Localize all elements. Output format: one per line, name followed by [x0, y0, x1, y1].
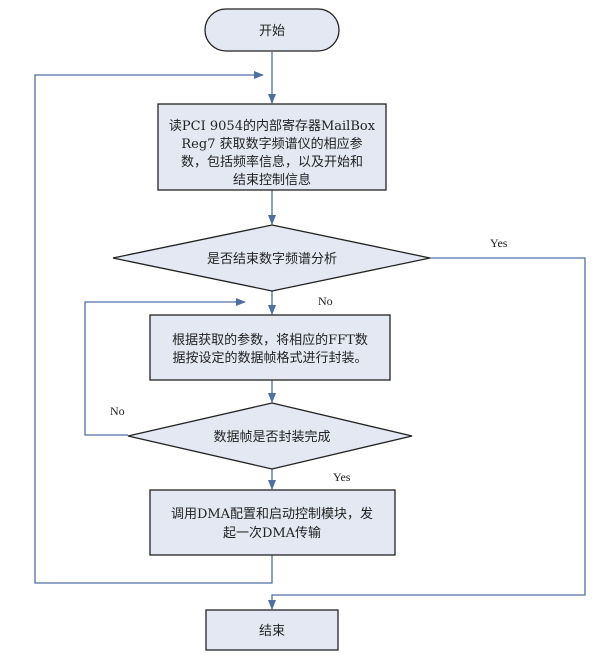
read-params-line-4: 结束控制信息: [233, 172, 311, 188]
package-line-2: 据按设定的数据帧格式进行封装。: [172, 350, 367, 366]
frame-check-label: 数据帧是否封装完成: [213, 430, 330, 445]
dma-line-2: 起一次DMA传输: [223, 525, 321, 541]
frame-no-loop-arrow: [84, 298, 246, 436]
dma-box: [149, 489, 396, 556]
dma-line-1: 调用DMA配置和启动控制模块，发: [171, 506, 373, 522]
read-params-line-2: Reg7 获取数字频谱仪的相应参: [181, 136, 362, 152]
package-box: [149, 314, 391, 381]
loop-back-arrow: [34, 71, 273, 584]
start-label: 开始: [259, 24, 285, 39]
end-check-diamond: [112, 224, 431, 292]
yes-arrow-to-end: [268, 257, 586, 610]
end-yes-label: Yes: [490, 236, 508, 250]
read-params-box: [157, 103, 387, 191]
end-node: [205, 609, 339, 651]
start-node: [204, 8, 340, 52]
frame-yes-label: Yes: [333, 470, 351, 484]
read-params-line-1: 读PCI 9054的内部寄存器MailBox: [169, 118, 376, 134]
frame-no-label: No: [110, 404, 125, 418]
end-check-label: 是否结束数字频谱分析: [207, 252, 337, 267]
package-line-1: 根据获取的参数，将相应的FFT数: [172, 332, 368, 348]
end-label: 结束: [259, 624, 285, 639]
end-no-label: No: [318, 294, 333, 308]
frame-check-diamond: [127, 402, 413, 470]
read-params-line-3: 数，包括频率信息，以及开始和: [181, 154, 363, 170]
